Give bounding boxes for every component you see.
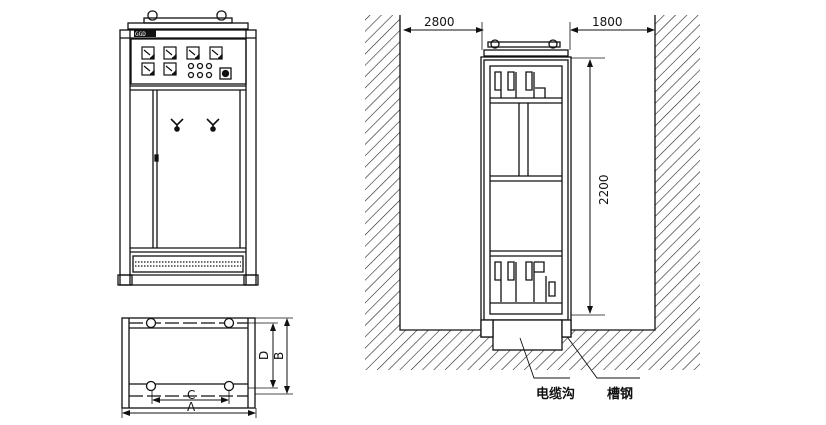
- door-handle-icon: [170, 118, 220, 132]
- dim-d-label: D: [257, 351, 271, 360]
- channel-steel-label: 槽钢: [607, 386, 633, 402]
- switch-knob-icon: [219, 67, 232, 80]
- lifting-eye-icon: [143, 10, 233, 24]
- indicator-lamp-icon: [187, 62, 213, 79]
- ventilation-grille: [132, 255, 244, 273]
- lifting-eye-icon: [487, 39, 561, 49]
- installation-view: 2800 1800 2200 电缆沟 槽钢: [365, 15, 700, 402]
- steel-leader-line: [567, 337, 640, 379]
- plan-view: [121, 317, 293, 418]
- trench-leader-line: [519, 337, 570, 379]
- left-clearance-label: 2800: [424, 15, 455, 29]
- wall-floor-hatch: [365, 15, 700, 370]
- channel-steel: [480, 319, 494, 338]
- cabinet-frame: [119, 29, 257, 286]
- cabinet-side: [480, 56, 572, 338]
- cable-trench: [492, 319, 563, 351]
- meter-icon: [141, 46, 223, 76]
- cable-trench-label: 电缆沟: [536, 386, 575, 402]
- breaker-icon: [494, 71, 546, 98]
- dim-c-label: C: [187, 388, 195, 402]
- instrument-panel: [130, 38, 247, 85]
- model-label: GGD: [135, 31, 146, 38]
- mounting-hole-icon: [145, 317, 235, 392]
- dim-a-label: A: [187, 400, 196, 414]
- front-view: [117, 10, 259, 286]
- door-lock-icon: [154, 154, 159, 162]
- breaker-icon: [494, 261, 556, 302]
- height-label: 2200: [597, 174, 611, 205]
- right-clearance-label: 1800: [592, 15, 623, 29]
- dim-b-label: B: [272, 352, 286, 360]
